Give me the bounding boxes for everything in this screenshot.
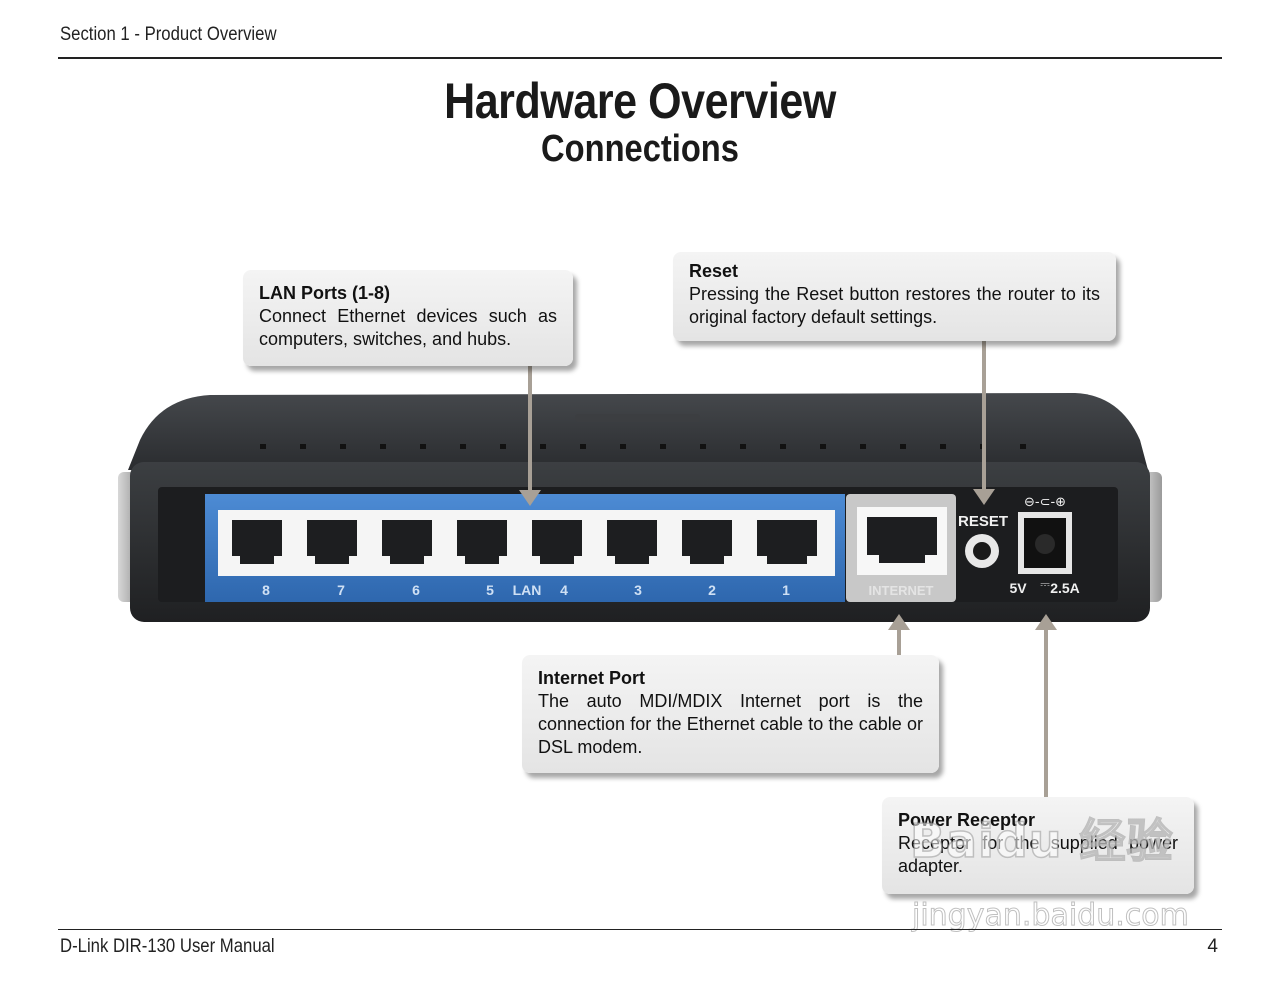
port-label-8: 8 <box>262 582 270 598</box>
internet-port-surround <box>846 494 956 602</box>
internet-port-jack <box>867 517 937 563</box>
internet-port-callout-body: The auto MDI/MDIX Internet port is the c… <box>538 691 923 757</box>
lan-panel <box>205 494 845 602</box>
power-jack-housing <box>1018 512 1072 574</box>
internet-callout-line <box>897 630 901 656</box>
port-label-4: 4 <box>560 582 568 598</box>
power-receptor-callout-title: Power Receptor <box>898 810 1036 830</box>
internet-port <box>857 507 947 575</box>
reset-callout-body: Pressing the Reset button restores the r… <box>689 284 1100 327</box>
power-current-label: 2.5A <box>1050 580 1080 596</box>
lan-ports-callout: LAN Ports (1-8) Connect Ethernet devices… <box>243 270 573 366</box>
router-left-edge <box>118 472 138 602</box>
lan-port-jacks <box>232 520 817 564</box>
port-label-1: 1 <box>782 582 790 598</box>
internet-callout-arrow <box>888 614 910 630</box>
lan-port-6 <box>368 510 450 576</box>
power-jack-pin <box>1035 534 1055 554</box>
footer-rule <box>58 929 1222 930</box>
baidu-watermark-logo: Baidu 经验 <box>909 813 1174 869</box>
router-top-groove <box>575 414 700 422</box>
router-right-edge <box>1142 472 1162 602</box>
reset-callout: Reset Pressing the Reset button restores… <box>673 252 1116 341</box>
router-top <box>128 393 1148 470</box>
page-number: 4 <box>1207 936 1218 957</box>
lan-ports-callout-body: Connect Ethernet devices such as compute… <box>259 306 557 349</box>
lan-port-8 <box>218 510 300 576</box>
power-callout-line <box>1044 630 1048 798</box>
reset-callout-title: Reset <box>689 261 739 281</box>
internet-port-label: INTERNET <box>869 583 934 598</box>
lan-ports-callout-title: LAN Ports (1-8) <box>259 283 391 303</box>
lan-label: LAN <box>513 582 542 598</box>
lan-callout-line <box>528 366 532 490</box>
header-rule <box>58 57 1222 59</box>
footer-manual-title: D-Link DIR-130 User Manual <box>60 936 275 957</box>
port-label-3: 3 <box>634 582 642 598</box>
port-label-5: 5 <box>486 582 494 598</box>
port-label-7: 7 <box>337 582 345 598</box>
page-subtitle: Connections <box>541 128 739 170</box>
baidu-watermark-url: jingyan.baidu.com <box>912 898 1190 934</box>
reset-button-ring <box>965 534 999 568</box>
lan-port-3 <box>593 510 675 576</box>
reset-label: RESET <box>958 513 1008 530</box>
lan-port-2 <box>668 510 750 576</box>
power-callout-arrow <box>1035 614 1057 630</box>
internet-port-callout: Internet Port The auto MDI/MDIX Internet… <box>522 655 939 773</box>
dc-symbol: ⎓ <box>1040 577 1050 591</box>
internet-port-callout-title: Internet Port <box>538 668 646 688</box>
port-label-6: 6 <box>412 582 420 598</box>
lan-port-7 <box>293 510 375 576</box>
router-front <box>130 462 1150 622</box>
power-voltage-label: 5V <box>1009 580 1027 596</box>
polarity-symbol: ⊖-⊂-⊕ <box>1024 495 1066 510</box>
power-receptor-callout-body: Receptor for the supplied power adapter. <box>898 833 1178 876</box>
power-jack <box>1024 518 1066 568</box>
lan-callout-arrow <box>519 490 541 506</box>
page-title: Hardware Overview <box>444 73 836 129</box>
lan-ports <box>218 510 835 576</box>
reset-callout-arrow <box>973 489 995 505</box>
port-label-2: 2 <box>708 582 716 598</box>
lan-port-1 <box>743 510 835 576</box>
section-header: Section 1 - Product Overview <box>60 24 277 45</box>
reset-button <box>973 542 991 560</box>
lan-port-5 <box>443 510 525 576</box>
lan-port-4 <box>518 510 600 576</box>
reset-callout-line <box>982 341 986 489</box>
power-receptor-callout: Power Receptor Receptor for the supplied… <box>882 797 1194 894</box>
router-vents <box>260 444 1026 449</box>
